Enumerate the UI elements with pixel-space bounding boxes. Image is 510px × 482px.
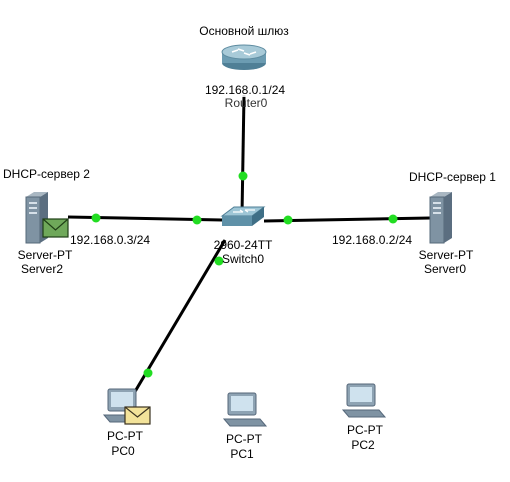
dhcp2-caption: DHCP-сервер 2 bbox=[3, 167, 90, 181]
link-up-dot bbox=[388, 214, 398, 224]
link-up-dot bbox=[283, 215, 293, 225]
server2-ip-label: 192.168.0.3/24 bbox=[70, 233, 151, 247]
link-switch-pc0[interactable] bbox=[128, 239, 227, 401]
server2-name-label: Server2 bbox=[20, 262, 64, 276]
server0-icon[interactable] bbox=[429, 192, 452, 244]
pc1-icon[interactable] bbox=[222, 392, 268, 427]
gateway-caption: Основной шлюз bbox=[199, 24, 289, 38]
pc2-icon[interactable] bbox=[341, 383, 387, 418]
link-status-dots bbox=[91, 171, 398, 378]
dhcp1-caption: DHCP-сервер 1 bbox=[409, 170, 496, 184]
pc2-type-label: PC-PT bbox=[347, 423, 383, 437]
switch-name-label: Switch0 bbox=[221, 252, 265, 266]
server0-ip-label: 192.168.0.2/24 bbox=[332, 233, 413, 247]
link-up-dot bbox=[91, 213, 101, 223]
pc0-type-label: PC-PT bbox=[107, 429, 143, 443]
link-up-dot bbox=[143, 368, 153, 378]
pc1-name-label: PC1 bbox=[230, 447, 254, 461]
server0-name-label: Server0 bbox=[423, 262, 467, 276]
pc2-name-label: PC2 bbox=[351, 438, 375, 452]
server0-type-label: Server-PT bbox=[418, 248, 474, 262]
link-up-dot bbox=[214, 256, 224, 266]
router-ip-label: 192.168.0.1/24 bbox=[204, 83, 286, 97]
switch-icon[interactable] bbox=[220, 206, 266, 226]
router-name-label: Router0 bbox=[224, 96, 268, 110]
router-icon[interactable] bbox=[221, 44, 267, 70]
switch-model-label: 2960-24TT bbox=[213, 238, 273, 252]
pc0-name-label: PC0 bbox=[111, 444, 135, 458]
server2-icon[interactable] bbox=[25, 192, 48, 244]
pdu-envelope-icon[interactable] bbox=[124, 406, 151, 425]
server2-type-label: Server-PT bbox=[17, 248, 73, 262]
pdu-envelope-icon[interactable] bbox=[42, 218, 69, 238]
link-up-dot bbox=[238, 171, 248, 181]
link-up-dot bbox=[192, 215, 202, 225]
pc1-type-label: PC-PT bbox=[226, 432, 262, 446]
link-router-switch[interactable] bbox=[240, 94, 246, 216]
